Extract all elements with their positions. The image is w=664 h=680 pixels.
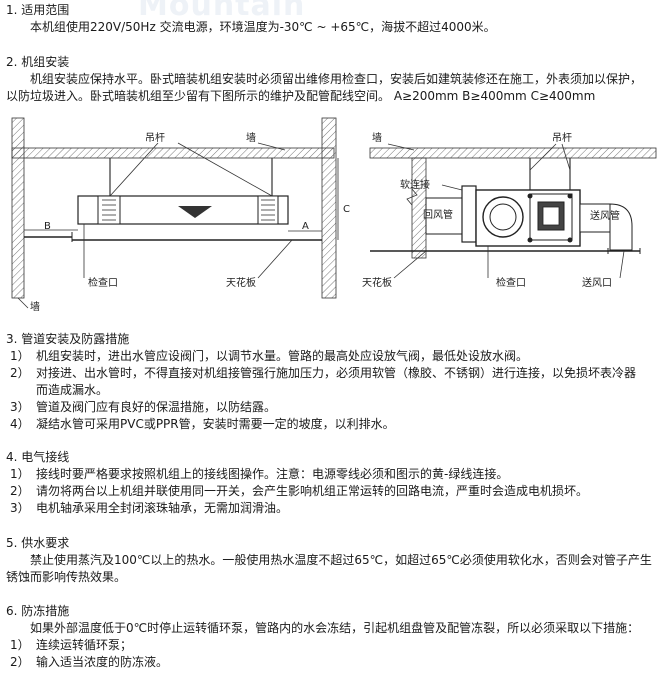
watermark: Mountain (138, 0, 306, 23)
wall (411, 157, 427, 259)
label-access-door: 检查口 (496, 276, 526, 289)
section-antifreeze: 6. 防冻措施 如果外部温度低于0℃时停止运转循环泵，管路内的水会冻结，引起机组… (0, 603, 660, 671)
section-water-supply: 5. 供水要求 禁止使用蒸汽及100℃以上的热水。一般使用热水温度不超过65℃，… (0, 535, 660, 586)
label-access-door: 检查口 (88, 276, 118, 289)
list-item: 1） 接线时要严格要求按照机组上的接线图操作。注意：电源零线必须和图示的黄-绿线… (0, 466, 660, 483)
label-hanging-rod: 吊杆 (145, 132, 165, 144)
list-item-number: 3） (10, 400, 30, 414)
list-item-number: 2） (10, 366, 30, 380)
label-wall: 墙 (372, 131, 382, 144)
label-wall-bottom: 墙 (30, 300, 40, 313)
list-item-number: 1） (10, 467, 30, 481)
list-item-text: 输入适当浓度的防冻液。 (36, 655, 169, 669)
section-heading: 3. 管道安装及防露措施 (6, 332, 130, 346)
label-wall: 墙 (246, 131, 256, 144)
list-item-text: 凝结水管可采用PVC或PPR管，安装时需要一定的坡度，以利排水。 (36, 417, 395, 431)
label-supply-duct: 送风管 (590, 209, 620, 222)
supply-duct-elbow (609, 203, 633, 251)
ceiling-slab (11, 147, 335, 159)
list-item: 1） 机组安装时，进出水管应设阀门，以调节水量。管路的最高处应设放气阀，最低处设… (0, 348, 660, 365)
section-heading: 4. 电气接线 (6, 450, 70, 464)
list-item: 3） 电机轴承采用全封闭滚珠轴承，无需加润滑油。 (0, 500, 660, 517)
label-return-duct: 回风管 (423, 208, 453, 221)
ceiling-slab (369, 147, 657, 159)
list-item-number: 2） (10, 655, 30, 669)
list-item-text: 电机轴承采用全封闭滚珠轴承，无需加润滑油。 (36, 501, 289, 515)
list-item-text: 请勿将两台以上机组并联使用同一开关，会产生影响机组正常运转的回路电流，严重时会造… (36, 484, 589, 498)
section-heading: 1. 适用范围 (6, 3, 70, 17)
section-scope: 1. 适用范围 本机组使用220V/50Hz 交流电源，环境温度为-30℃ ~ … (0, 2, 660, 36)
section-text-line: 禁止使用蒸汽及100℃以上的热水。一般使用热水温度不超过65℃，如超过65℃必须… (30, 553, 652, 567)
list-item-text: 接线时要严格要求按照机组上的接线图操作。注意：电源零线必须和图示的黄-绿线连接。 (36, 467, 509, 481)
list-item-number: 4） (10, 417, 30, 431)
list-item: 4） 凝结水管可采用PVC或PPR管，安装时需要一定的坡度，以利排水。 (0, 416, 660, 433)
list-item: 2） 输入适当浓度的防冻液。 (0, 654, 660, 671)
left-wall (11, 117, 25, 299)
label-hanging-rod: 吊杆 (552, 132, 572, 144)
list-item-text: 机组安装时，进出水管应设阀门，以调节水量。管路的最高处应设放气阀，最低处设放水阀… (36, 349, 529, 363)
list-item-number: 1） (10, 638, 30, 652)
list-item: 1） 连续运转循环泵； (0, 637, 660, 654)
section-heading: 2. 机组安装 (6, 55, 70, 69)
list-item-text: 对接进、出水管时，不得直接对机组接管强行施加压力，必须用软管（橡胶、不锈钢）进行… (36, 366, 637, 380)
installation-diagram: 吊杆 墙 B A C 检查口 天花板 墙 (11, 117, 657, 313)
list-item: 2） 请勿将两台以上机组并联使用同一开关，会产生影响机组正常运转的回路电流，严重… (0, 483, 660, 500)
list-item-text: 管道及阀门应有良好的保温措施，以防结露。 (36, 400, 277, 414)
label-ceiling: 天花板 (362, 276, 392, 289)
soft-connection (461, 185, 477, 243)
section-heading: 5. 供水要求 (6, 536, 70, 550)
return-air-duct (425, 197, 467, 235)
leader-line (257, 239, 293, 279)
list-item-continuation: 而造成漏水。 (0, 382, 660, 399)
leader-line (17, 297, 29, 309)
section-text-line: 锈蚀而影响传热效果。 (6, 570, 127, 584)
section-text: 如果外部温度低于0℃时停止运转循环泵，管路内的水会冻结，引起机组盘管及配管冻裂，… (30, 621, 640, 635)
section-piping: 3. 管道安装及防露措施 1） 机组安装时，进出水管应设阀门，以调节水量。管路的… (0, 331, 660, 433)
label-dim-b: B (44, 221, 51, 232)
label-dim-a: A (302, 221, 309, 232)
label-ceiling: 天花板 (226, 276, 256, 289)
list-item-number: 3） (10, 501, 30, 515)
label-soft-connection: 软连接 (400, 178, 430, 191)
section-text-line: 以防垃圾进入。卧式暗装机组至少留有下图所示的维护及配管配线空间。 A≥200mm… (6, 89, 596, 103)
leader-line (257, 142, 286, 151)
list-item-text: 而造成漏水。 (36, 383, 109, 397)
supply-air-duct (579, 203, 611, 233)
leader-line (177, 142, 273, 197)
right-wall (321, 117, 337, 299)
section-installation: 2. 机组安装 机组安装应保持水平。卧式暗装机组安装时必须留出维修用检查口，安装… (0, 54, 660, 105)
label-dim-c: C (343, 204, 350, 215)
right-section-view: 墙 吊杆 软连接 回风管 送风管 天花板 检查口 送风口 (362, 131, 657, 289)
list-item-number: 2） (10, 484, 30, 498)
list-item: 3） 管道及阀门应有良好的保温措施，以防结露。 (0, 399, 660, 416)
leader-line (109, 142, 159, 197)
section-text: 本机组使用220V/50Hz 交流电源，环境温度为-30℃ ~ +65℃，海拔不… (30, 20, 496, 34)
section-heading: 6. 防冻措施 (6, 604, 70, 618)
list-item-number: 1） (10, 349, 30, 363)
fan-motor-block (178, 206, 212, 218)
list-item: 2） 对接进、出水管时，不得直接对机组接管强行施加压力，必须用软管（橡胶、不锈钢… (0, 365, 660, 382)
label-supply-port: 送风口 (582, 276, 612, 289)
section-wiring: 4. 电气接线 1） 接线时要严格要求按照机组上的接线图操作。注意：电源零线必须… (0, 449, 660, 517)
list-item-text: 连续运转循环泵； (36, 638, 133, 652)
section-text-line: 机组安装应保持水平。卧式暗装机组安装时必须留出维修用检查口，安装后如建筑装修还在… (30, 72, 643, 86)
left-section-view: 吊杆 墙 B A C 检查口 天花板 墙 (11, 117, 350, 313)
